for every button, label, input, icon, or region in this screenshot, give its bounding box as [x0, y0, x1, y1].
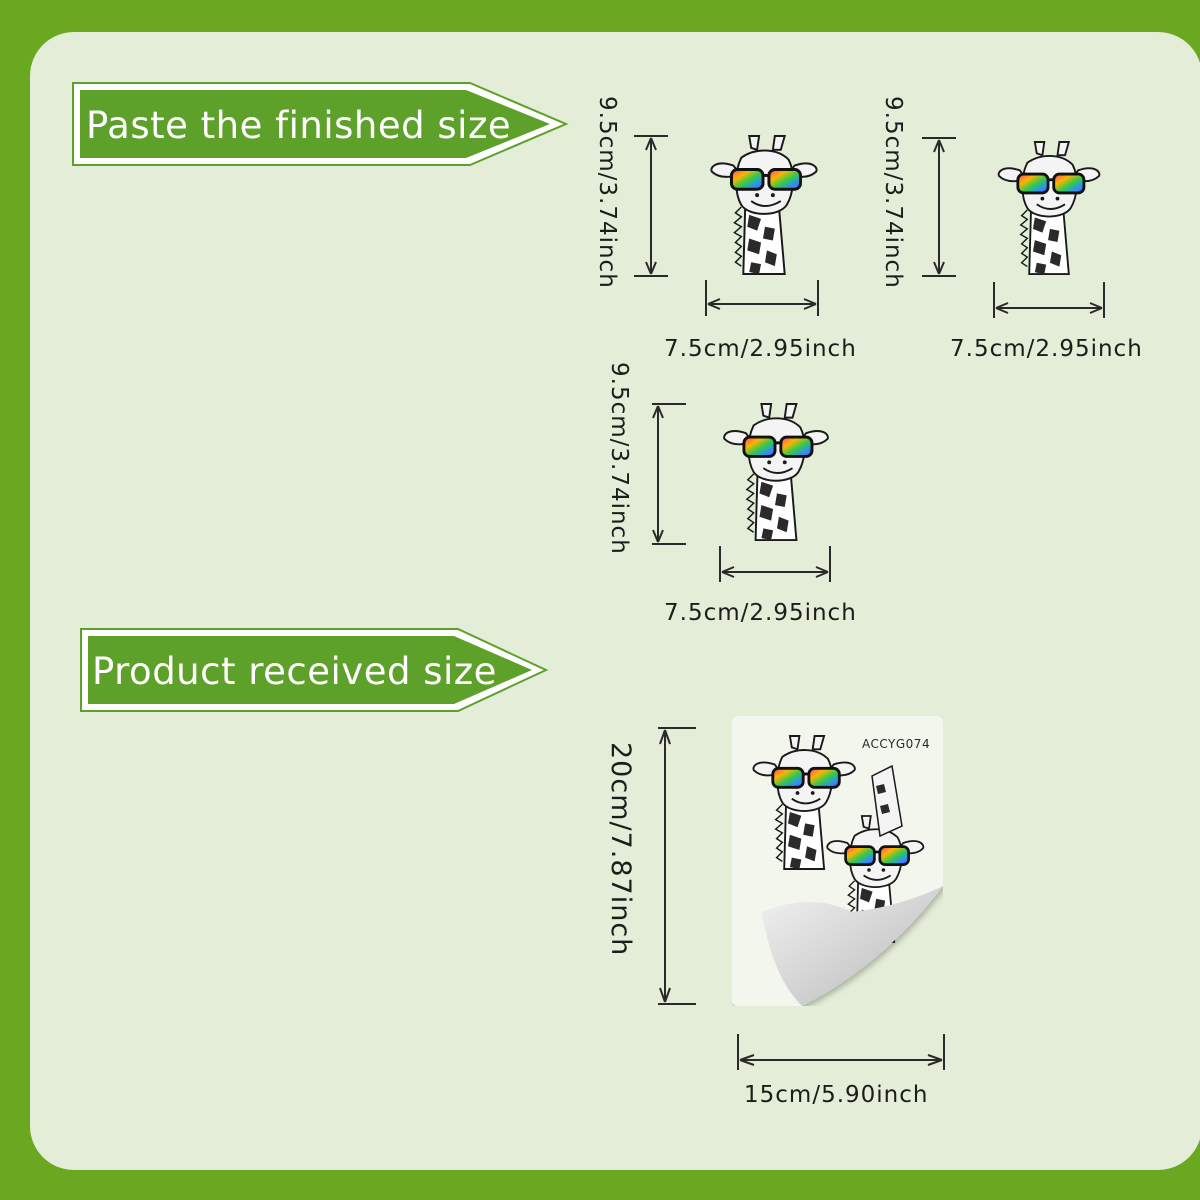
width-label: 15cm/5.90inch	[744, 1082, 929, 1108]
height-measure-line	[658, 727, 696, 1005]
width-label: 7.5cm/2.95inch	[950, 336, 1143, 362]
width-label: 7.5cm/2.95inch	[664, 600, 857, 626]
giraffe-sunglasses-illustration	[709, 134, 819, 276]
height-label: 20cm/7.87inch	[605, 742, 636, 957]
giraffe-sunglasses-illustration	[997, 140, 1101, 276]
width-measure-line	[705, 280, 819, 316]
height-label: 9.5cm/3.74inch	[594, 96, 620, 289]
finished-size-banner-label: Paste the finished size	[86, 104, 512, 147]
height-measure-line	[652, 403, 686, 545]
height-label: 9.5cm/3.74inch	[880, 96, 906, 289]
giraffe-sunglasses-illustration	[722, 402, 830, 542]
width-measure-line	[719, 546, 831, 582]
height-label: 9.5cm/3.74inch	[606, 362, 632, 555]
peeled-corner-icon	[762, 886, 943, 1006]
width-measure-line	[993, 282, 1105, 318]
height-measure-line	[922, 137, 956, 277]
finished-size-banner	[72, 82, 569, 166]
sticker-sheet-image	[732, 716, 943, 1006]
height-measure-line	[634, 135, 668, 277]
sheet-product-code: ACCYG074	[862, 737, 931, 751]
width-label: 7.5cm/2.95inch	[664, 336, 857, 362]
width-measure-line	[737, 1034, 945, 1070]
received-size-banner-label: Product received size	[92, 650, 497, 693]
received-size-banner	[80, 628, 549, 712]
content-panel	[30, 32, 1200, 1170]
